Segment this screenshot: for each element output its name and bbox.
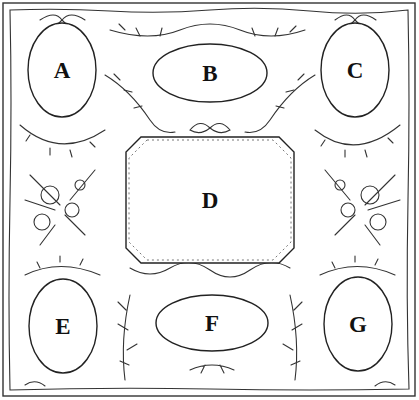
panel-letter: C xyxy=(347,59,364,82)
scroll xyxy=(130,262,290,277)
oval-medallion: E xyxy=(28,278,98,374)
garland xyxy=(20,125,105,157)
garland xyxy=(320,256,395,275)
panel-letter: D xyxy=(202,189,219,212)
oval-medallion: G xyxy=(323,276,393,372)
garland xyxy=(315,125,400,157)
oval-medallion: C xyxy=(320,22,390,118)
bow xyxy=(190,123,230,132)
panel-letter: G xyxy=(349,313,367,336)
garland xyxy=(110,24,305,36)
sprig xyxy=(190,365,234,373)
outer-border xyxy=(3,3,415,396)
panel-letter: B xyxy=(202,62,217,85)
sprig xyxy=(25,382,395,386)
oval-medallion: A xyxy=(27,22,97,118)
plant xyxy=(283,295,302,380)
leaves xyxy=(119,24,296,36)
octagon-panel: D xyxy=(125,136,295,264)
oval-medallion: B xyxy=(152,43,268,103)
bouquet xyxy=(325,170,400,245)
panel-letter: A xyxy=(54,59,71,82)
panel-letter: E xyxy=(55,315,70,338)
inner-border xyxy=(9,8,409,390)
garland xyxy=(25,256,100,275)
bouquet xyxy=(25,170,95,245)
panel-letter: F xyxy=(205,312,219,335)
oval-medallion: F xyxy=(155,294,269,352)
plant xyxy=(118,295,137,380)
